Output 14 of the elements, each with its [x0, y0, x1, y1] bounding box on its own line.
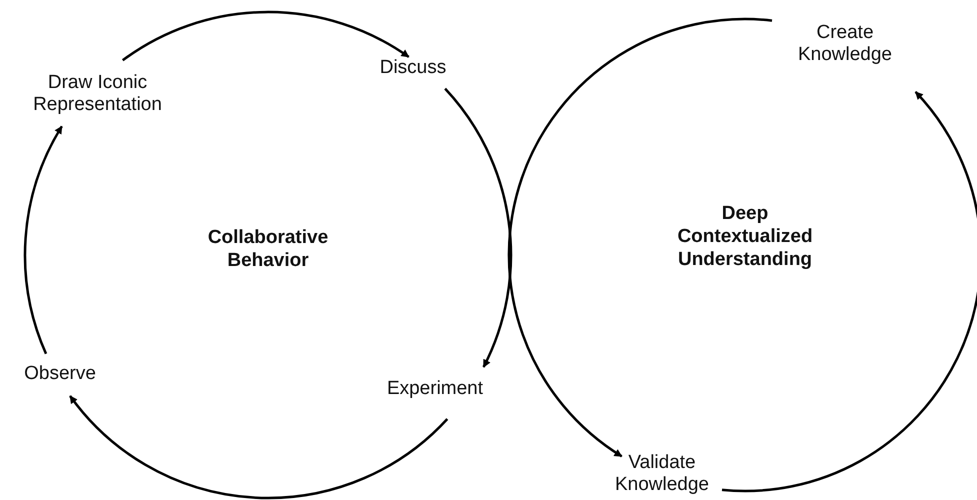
- cycle-title: Deep Contextualized Understanding: [676, 202, 814, 271]
- step-label: Create Knowledge: [775, 22, 915, 66]
- curved-arrow: [122, 10, 410, 62]
- step-label: Draw Iconic Representation: [5, 72, 190, 116]
- curved-arrow: [444, 88, 512, 368]
- curved-arrow: [69, 395, 448, 499]
- curved-arrow: [24, 126, 63, 354]
- step-label: Observe: [5, 363, 115, 385]
- step-label: Validate Knowledge: [592, 452, 732, 496]
- step-label: Experiment: [360, 378, 510, 400]
- cycle-title: Collaborative Behavior: [206, 226, 330, 272]
- curved-arrow: [508, 18, 772, 458]
- curved-arrow: [722, 91, 977, 492]
- step-label: Discuss: [368, 57, 458, 79]
